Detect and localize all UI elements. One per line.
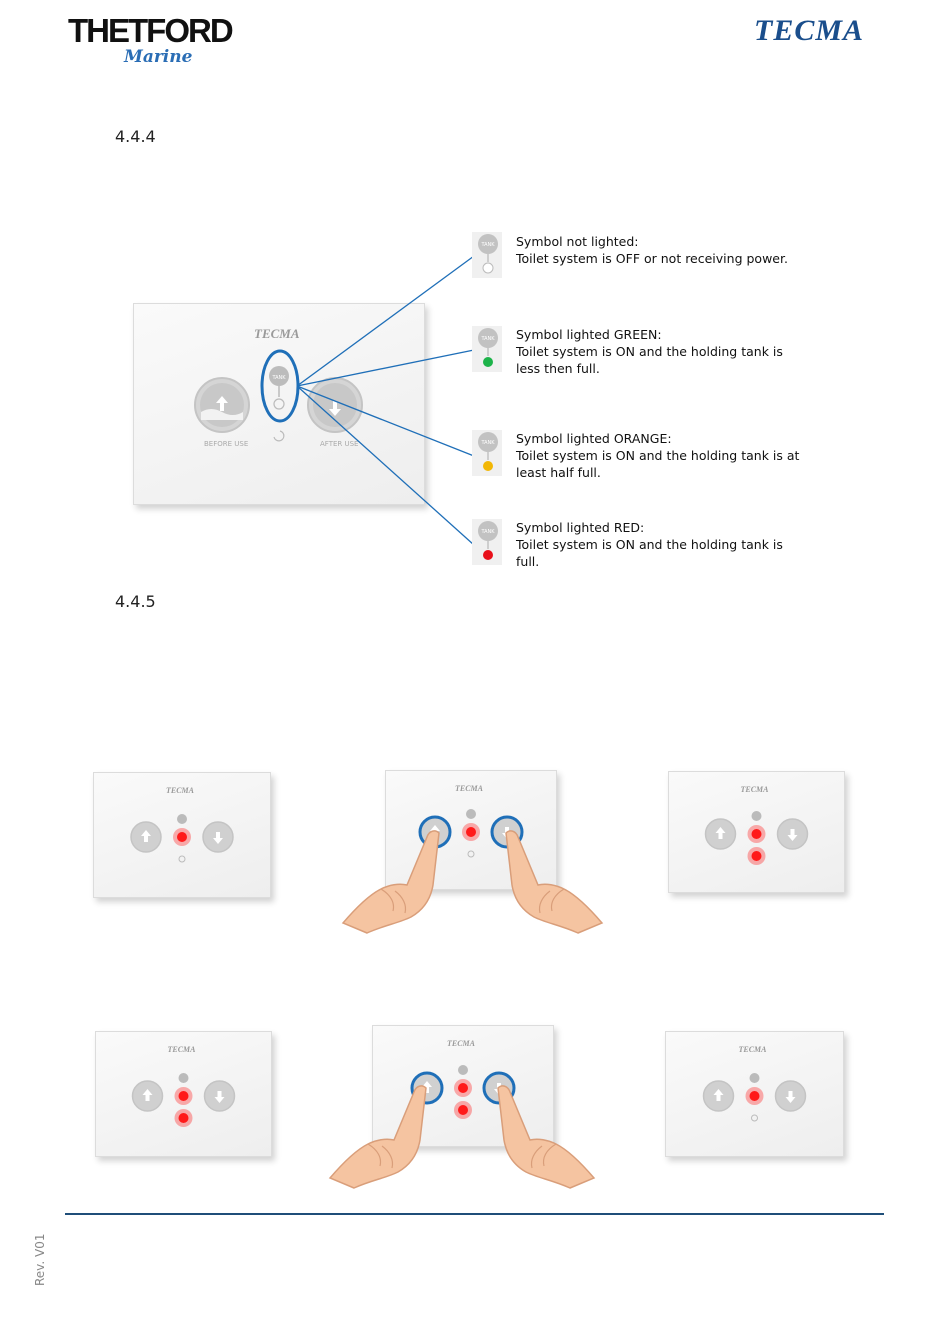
tank-indicator-icon — [179, 1073, 189, 1083]
tank-indicator-icon — [466, 809, 476, 819]
revision-label: Rev. V01 — [33, 1234, 47, 1286]
before-use-button — [131, 822, 161, 852]
panel-step-4: TECMA — [95, 1031, 272, 1157]
state-icon-red: TANK — [472, 519, 502, 565]
state-icon-orange: TANK — [472, 430, 502, 476]
panel-step-1: TECMA — [93, 772, 271, 898]
before-use-button — [133, 1081, 163, 1111]
right-hand-icon — [490, 1080, 600, 1190]
red-led-icon — [177, 832, 187, 842]
before-use-button — [195, 378, 249, 432]
red-led-icon — [458, 1105, 468, 1115]
indicator-diagram: TANK TANK TANK TANK TANK — [0, 0, 950, 600]
svg-text:TANK: TANK — [480, 242, 495, 248]
panel-step-6: TECMA — [665, 1031, 844, 1157]
left-hand-icon — [324, 1080, 434, 1190]
svg-text:TANK: TANK — [480, 336, 495, 342]
before-use-button — [704, 1081, 734, 1111]
red-led-icon — [750, 1091, 760, 1101]
red-led-icon — [179, 1113, 189, 1123]
section-number-4-4-5: 4.4.5 — [115, 592, 156, 611]
red-led-icon — [458, 1083, 468, 1093]
svg-text:TANK: TANK — [271, 375, 286, 381]
before-use-button — [706, 819, 736, 849]
power-icon — [468, 851, 474, 857]
state-description-green: Symbol lighted GREEN: Toilet system is O… — [516, 326, 783, 377]
footer-divider — [65, 1213, 884, 1215]
after-use-button — [308, 378, 362, 432]
state-line: less then full. — [516, 360, 783, 377]
state-line: Toilet system is ON and the holding tank… — [516, 447, 799, 464]
state-line: Toilet system is ON and the holding tank… — [516, 343, 783, 360]
state-line: least half full. — [516, 464, 799, 481]
power-icon — [274, 431, 284, 441]
state-description-red: Symbol lighted RED: Toilet system is ON … — [516, 519, 783, 570]
power-icon — [179, 856, 185, 862]
panel-controls — [94, 773, 270, 897]
power-icon — [752, 1115, 758, 1121]
state-icon-green: TANK — [472, 326, 502, 372]
state-description-off: Symbol not lighted: Toilet system is OFF… — [516, 233, 788, 267]
right-hand-icon — [498, 825, 608, 935]
after-use-button — [778, 819, 808, 849]
tank-indicator-icon: TANK — [269, 366, 289, 409]
tank-indicator-icon — [458, 1065, 468, 1075]
tank-indicator-icon — [177, 814, 187, 824]
panel-controls — [669, 772, 844, 892]
state-description-orange: Symbol lighted ORANGE: Toilet system is … — [516, 430, 799, 481]
state-title: Symbol not lighted: — [516, 233, 788, 250]
state-icon-off: TANK — [472, 232, 502, 278]
state-line: full. — [516, 553, 783, 570]
panel-controls — [666, 1032, 843, 1156]
tank-indicator-icon — [752, 811, 762, 821]
after-use-button — [776, 1081, 806, 1111]
red-led-icon — [752, 829, 762, 839]
left-hand-icon — [337, 825, 447, 935]
state-title: Symbol lighted RED: — [516, 519, 783, 536]
highlight-ellipse — [262, 351, 298, 421]
panel-step-3: TECMA — [668, 771, 845, 893]
state-title: Symbol lighted GREEN: — [516, 326, 783, 343]
state-title: Symbol lighted ORANGE: — [516, 430, 799, 447]
after-use-button — [205, 1081, 235, 1111]
tank-indicator-icon — [750, 1073, 760, 1083]
red-led-icon — [466, 827, 476, 837]
state-line: Toilet system is OFF or not receiving po… — [516, 250, 788, 267]
state-line: Toilet system is ON and the holding tank… — [516, 536, 783, 553]
panel-controls — [96, 1032, 271, 1156]
red-led-icon — [179, 1091, 189, 1101]
after-use-button — [203, 822, 233, 852]
red-led-icon — [752, 851, 762, 861]
svg-text:TANK: TANK — [480, 529, 495, 535]
svg-text:TANK: TANK — [480, 440, 495, 446]
